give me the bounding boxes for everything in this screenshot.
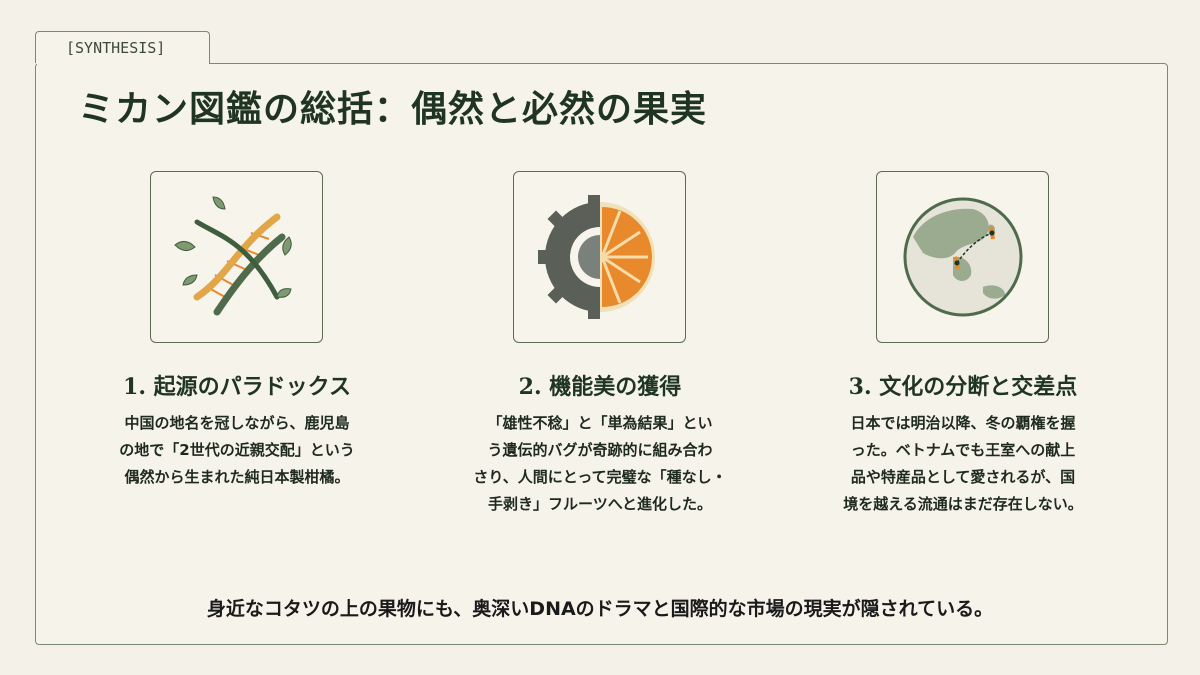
globe-route-icon: [903, 197, 1022, 317]
step-3-title: 3. 文化の分断と交差点: [848, 374, 1078, 400]
step-1-title: 1. 起源のパラドックス: [123, 374, 351, 400]
step-2-body: 「雄性不稔」と「単為結果」とい う遺伝的バグが奇跡的に組み合わ さり、人間にとっ…: [473, 414, 727, 513]
step-1-body: 中国の地名を冠しながら、鹿児島 の地で「2世代の近親交配」という 偶然から生まれ…: [119, 414, 355, 486]
synthesis-tag: [SYNTHESIS]: [35, 31, 210, 63]
content-frame: [35, 63, 1168, 645]
card-function: [513, 171, 686, 343]
summary-footer: 身近なコタツの上の果物にも、奥深いDNAのドラマと国際的な市場の現実が隠されてい…: [206, 598, 994, 620]
step-3-body: 日本では明治以降、冬の覇権を握 った。ベトナムでも王室への献上 品や特産品として…: [843, 414, 1083, 513]
card-culture: [876, 171, 1049, 343]
dna-vine-icon: [173, 196, 292, 316]
card-origin: [150, 171, 323, 343]
step-2-title: 2. 機能美の獲得: [518, 374, 682, 400]
page-title: ミカン図鑑の総括：偶然と必然の果実: [78, 88, 708, 130]
gear-orange-icon: [537, 195, 655, 319]
